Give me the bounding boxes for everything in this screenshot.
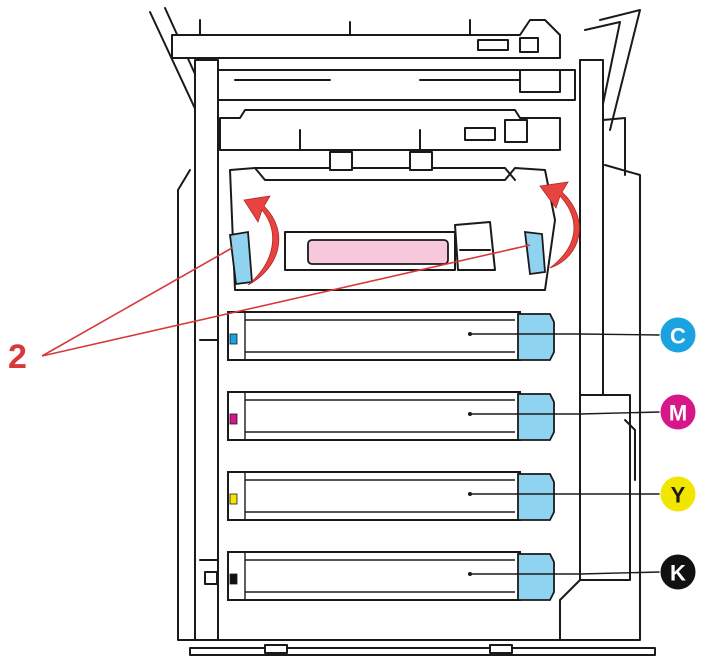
callout-letter: C <box>670 324 686 349</box>
pink-roller <box>307 239 449 265</box>
callout-black: K <box>579 553 697 591</box>
cartridge-color-tab <box>229 333 238 345</box>
cartridge-ridge <box>245 479 515 513</box>
toner-cartridge-yellow[interactable] <box>227 471 630 521</box>
callout-letter: K <box>670 561 686 586</box>
callout-letter: Y <box>671 483 686 508</box>
cartridge-color-tab <box>229 573 238 585</box>
toner-cartridges <box>227 311 630 601</box>
callout-cyan: C <box>579 316 697 354</box>
callout-letter: M <box>669 401 687 426</box>
callout-circle <box>659 553 697 591</box>
cartridge-body <box>227 471 521 521</box>
cartridge-handle[interactable] <box>517 553 555 601</box>
cartridge-color-tab <box>229 493 238 505</box>
leader-to-left-lever <box>41 247 233 357</box>
cartridge-handle[interactable] <box>517 393 555 441</box>
callout-leader <box>579 333 661 336</box>
cartridge-ridge <box>245 559 515 593</box>
cartridge-body <box>227 391 521 441</box>
cartridge-handle[interactable] <box>517 473 555 521</box>
cartridge-ridge <box>245 399 515 433</box>
cartridge-body <box>227 311 521 361</box>
leader-to-right-lever <box>41 244 531 357</box>
callout-circle <box>659 475 697 513</box>
fuser-unit <box>229 151 556 291</box>
toner-cartridge-black[interactable] <box>227 551 580 601</box>
number-label: 2 <box>8 338 27 376</box>
callout-circle <box>659 393 697 431</box>
printer-body-frame <box>177 59 656 656</box>
callout-circle <box>659 316 697 354</box>
left-lift-arrow-icon <box>243 195 280 286</box>
right-release-lever[interactable] <box>523 230 546 276</box>
callout-leader <box>579 571 661 575</box>
open-top-cover <box>149 7 641 151</box>
cartridge-body <box>227 551 521 601</box>
right-lift-arrow-icon <box>539 181 580 269</box>
callout-yellow: Y <box>630 475 697 513</box>
cartridge-ridge <box>245 319 515 353</box>
callout-magenta: M <box>579 393 697 431</box>
color-callouts: C M Y K <box>579 316 697 591</box>
toner-cartridge-magenta[interactable] <box>227 391 580 441</box>
left-release-lever[interactable] <box>229 230 253 286</box>
callout-number-2: 2 <box>8 244 531 376</box>
cartridge-handle[interactable] <box>517 313 555 361</box>
toner-cartridge-cyan[interactable] <box>227 311 580 361</box>
callout-leader <box>579 411 661 415</box>
cartridge-color-tab <box>229 413 238 425</box>
